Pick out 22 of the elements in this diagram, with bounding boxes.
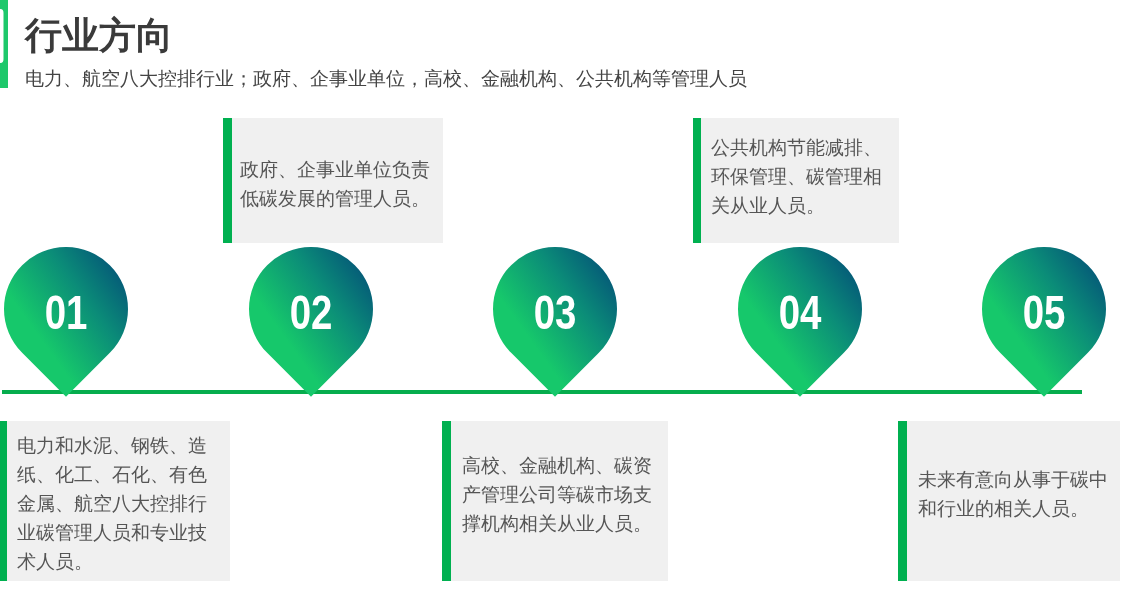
description-text: 公共机构节能减排、环保管理、碳管理相关从业人员。 — [711, 136, 883, 218]
location-pin — [249, 247, 373, 397]
text-card — [223, 118, 443, 243]
step-number: 02 — [289, 293, 333, 333]
location-pin — [493, 247, 617, 397]
step-number: 01 — [44, 293, 88, 333]
location-pin — [4, 247, 128, 397]
step-number: 05 — [1022, 293, 1066, 333]
text-card — [898, 421, 1120, 581]
description-text: 电力和水泥、钢铁、造纸、化工、石化、有色金属、航空八大控排行业碳管理人员和专业技术人员。 — [17, 434, 208, 574]
text-card — [0, 421, 230, 581]
location-pin — [738, 247, 862, 397]
step-number: 04 — [778, 293, 822, 333]
text-card — [442, 421, 668, 581]
subtitle: 电力、航空八大控排行业；政府、企事业单位，高校、金融机构、公共机构等管理人员 — [25, 67, 747, 91]
description-text: 高校、金融机构、碳资产管理公司等碳市场支撑机构相关从业人员。 — [462, 454, 653, 536]
step-number: 03 — [533, 293, 577, 333]
title: 行业方向 — [25, 16, 173, 56]
description-text: 政府、企事业单位负责低碳发展的管理人员。 — [240, 158, 431, 211]
description-text: 未来有意向从事于碳中和行业的相关人员。 — [918, 468, 1109, 521]
text-card — [693, 118, 899, 243]
location-pin — [982, 247, 1106, 397]
